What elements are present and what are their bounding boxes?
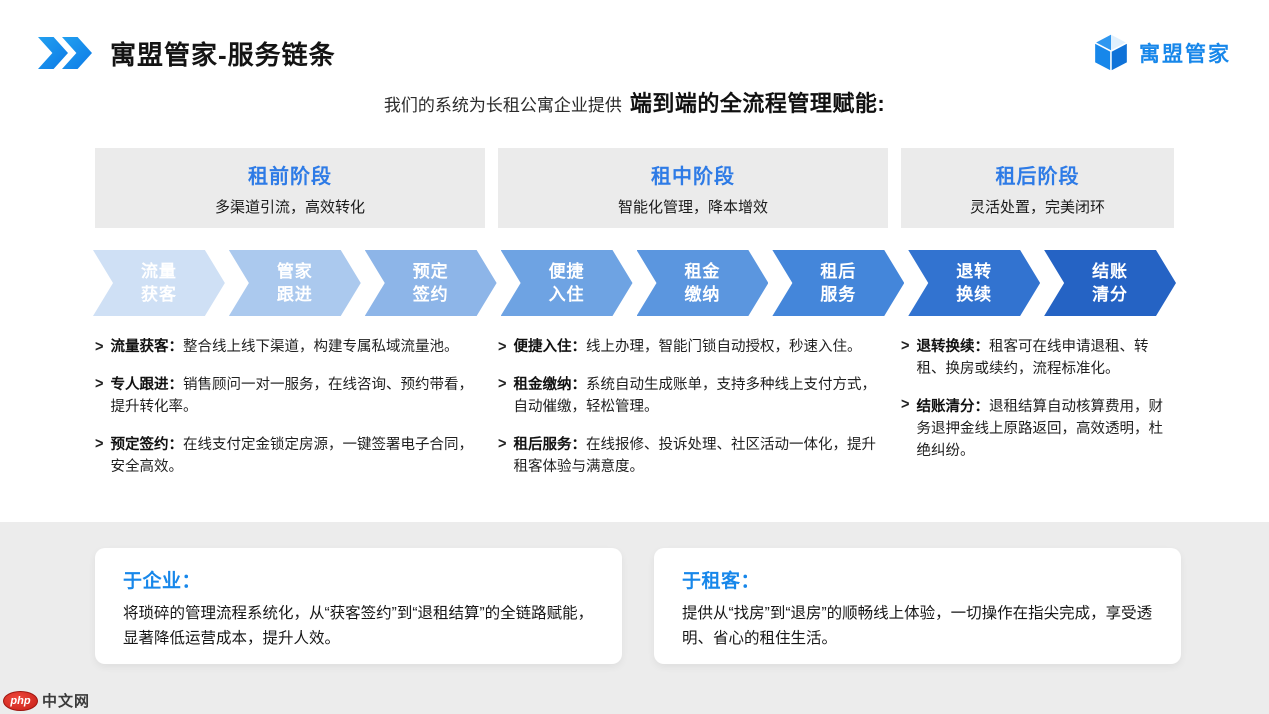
chevron-right-icon: >	[498, 375, 507, 393]
stage-pre-rent: 租前阶段 多渠道引流，高效转化	[95, 148, 485, 228]
php-logo-icon: php	[3, 690, 38, 711]
bullet-item: > 租金缴纳：系统自动生成账单，支持多种线上支付方式，自动催缴，轻松管理。	[498, 374, 888, 418]
chevron-right-icon: >	[95, 375, 104, 393]
brand-logo: 寓盟管家	[1093, 33, 1231, 73]
chevron-right-icon: >	[95, 338, 104, 356]
brand-name: 寓盟管家	[1139, 43, 1231, 66]
intro-line: 我们的系统为长租公寓企业提供 端到端的全流程管理赋能:	[0, 86, 1269, 118]
stage-subtitle: 智能化管理，降本增效	[617, 198, 768, 216]
cube-icon	[1093, 33, 1129, 73]
intro-highlight: 端到端的全流程管理赋能:	[629, 91, 886, 116]
chevron-right-icon: >	[498, 435, 507, 453]
stage-subtitle: 多渠道引流，高效转化	[214, 198, 365, 216]
column-post-rent: > 退转换续：租客可在线申请退租、转租、换房或续约，流程标准化。 > 结账清分：…	[901, 336, 1174, 494]
card-title: 于企业：	[123, 571, 202, 592]
process-arrow-chain: 流量获客 管家跟进 预定签约 便捷入住 租金缴纳 租后服务 退转换续 结账清分	[93, 250, 1176, 316]
process-step-5: 租金缴纳	[637, 250, 769, 316]
process-step-3: 预定签约	[365, 250, 497, 316]
card-for-enterprise: 于企业： 将琐碎的管理流程系统化，从“获客签约”到“退租结算”的全链路赋能，显著…	[95, 548, 622, 664]
bullet-item: > 退转换续：租客可在线申请退租、转租、换房或续约，流程标准化。	[901, 336, 1174, 380]
stage-title: 租后阶段	[995, 165, 1080, 188]
watermark: php 中文网	[3, 690, 90, 711]
process-step-7: 退转换续	[908, 250, 1040, 316]
chevron-right-icon: >	[95, 435, 104, 453]
bullet-item: > 流量获客：整合线上线下渠道，构建专属私域流量池。	[95, 336, 485, 358]
process-step-4: 便捷入住	[501, 250, 633, 316]
card-for-tenant: 于租客： 提供从“找房”到“退房”的顺畅线上体验，一切操作在指尖完成，享受透明、…	[654, 548, 1181, 664]
column-pre-rent: > 流量获客：整合线上线下渠道，构建专属私域流量池。 > 专人跟进：销售顾问一对…	[95, 336, 485, 494]
process-step-6: 租后服务	[772, 250, 904, 316]
bullet-item: > 预定签约：在线支付定金锁定房源，一键签署电子合同，安全高效。	[95, 434, 485, 478]
process-step-1: 流量获客	[93, 250, 225, 316]
stage-title: 租前阶段	[248, 165, 332, 188]
bullet-item: > 租后服务：在线报修、投诉处理、社区活动一体化，提升租客体验与满意度。	[498, 434, 888, 478]
double-chevron-icon	[38, 37, 92, 69]
chevron-right-icon: >	[901, 396, 910, 414]
page-title: 寓盟管家-服务链条	[110, 39, 336, 70]
watermark-text: 中文网	[42, 693, 91, 710]
card-text: 提供从“找房”到“退房”的顺畅线上体验，一切操作在指尖完成，享受透明、省心的租住…	[682, 605, 1153, 647]
bullet-item: > 便捷入住：线上办理，智能门锁自动授权，秒速入住。	[498, 336, 888, 358]
card-title: 于租客：	[682, 571, 761, 592]
header: 寓盟管家-服务链条 寓盟管家	[38, 30, 1231, 76]
detail-columns: > 流量获客：整合线上线下渠道，构建专属私域流量池。 > 专人跟进：销售顾问一对…	[95, 336, 1174, 494]
card-text: 将琐碎的管理流程系统化，从“获客签约”到“退租结算”的全链路赋能，显著降低运营成…	[123, 605, 594, 647]
process-step-8: 结账清分	[1044, 250, 1176, 316]
summary-cards: 于企业： 将琐碎的管理流程系统化，从“获客签约”到“退租结算”的全链路赋能，显著…	[95, 548, 1181, 664]
stage-title: 租中阶段	[651, 165, 735, 188]
stage-row: 租前阶段 多渠道引流，高效转化 租中阶段 智能化管理，降本增效 租后阶段 灵活处…	[95, 148, 1174, 228]
chevron-right-icon: >	[901, 337, 910, 355]
bullet-item: > 结账清分：退租结算自动核算费用，财务退押金线上原路返回，高效透明，杜绝纠纷。	[901, 396, 1174, 462]
summary-band: 于企业： 将琐碎的管理流程系统化，从“获客签约”到“退租结算”的全链路赋能，显著…	[0, 522, 1269, 714]
chevron-right-icon: >	[498, 338, 507, 356]
stage-post-rent: 租后阶段 灵活处置，完美闭环	[901, 148, 1174, 228]
intro-prefix: 我们的系统为长租公寓企业提供	[383, 96, 622, 115]
stage-subtitle: 灵活处置，完美闭环	[969, 198, 1105, 216]
bullet-item: > 专人跟进：销售顾问一对一服务，在线咨询、预约带看，提升转化率。	[95, 374, 485, 418]
column-mid-rent: > 便捷入住：线上办理，智能门锁自动授权，秒速入住。 > 租金缴纳：系统自动生成…	[498, 336, 888, 494]
stage-mid-rent: 租中阶段 智能化管理，降本增效	[498, 148, 888, 228]
process-step-2: 管家跟进	[229, 250, 361, 316]
